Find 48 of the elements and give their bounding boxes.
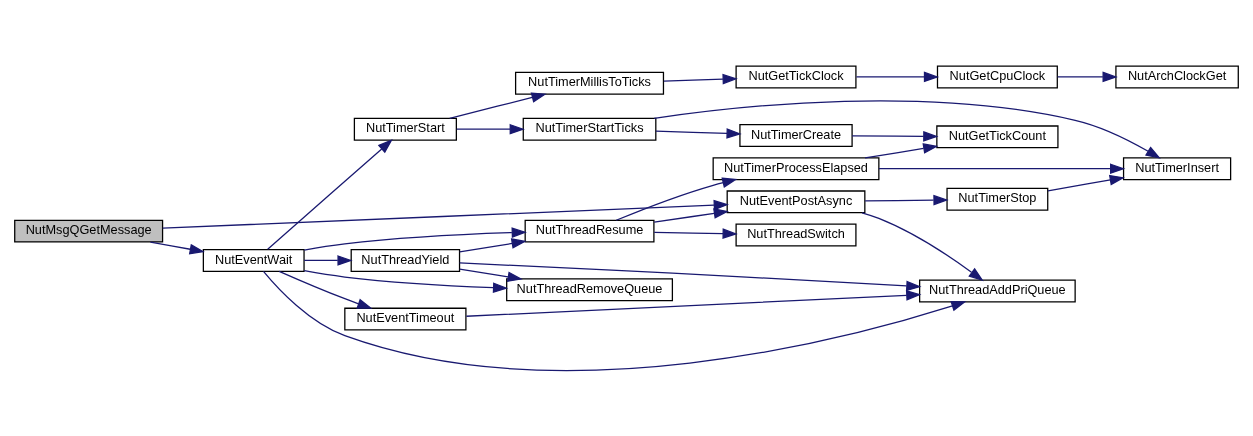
node-box: NutTimerStop [946, 187, 1049, 211]
node-box: NutTimerProcessElapsed [712, 156, 880, 180]
arrow [465, 289, 922, 317]
arrow [303, 226, 527, 251]
arrow [864, 142, 939, 158]
arrow [456, 123, 525, 135]
arrow [149, 240, 205, 254]
arrow [1057, 71, 1118, 82]
node-box: NutGetTickClock [735, 64, 857, 88]
arrow [459, 237, 527, 253]
arrow [663, 73, 738, 85]
arrow [864, 194, 949, 205]
arrow [615, 176, 738, 221]
arrow [878, 162, 1126, 174]
arrow [303, 254, 353, 266]
node-box: NutThreadAddPriQueue [919, 279, 1076, 303]
node-box: NutThreadYield [350, 248, 461, 272]
node-box: NutTimerInsert [1122, 156, 1232, 180]
arrow [162, 199, 729, 229]
node-box: NutGetCpuClock [936, 64, 1058, 88]
node-box: NutTimerStart [353, 117, 457, 141]
arrow [655, 127, 742, 139]
arrow [653, 99, 1161, 159]
arrow [653, 227, 738, 239]
node-box: NutTimerCreate [739, 123, 853, 147]
node-box: NutThreadRemoveQueue [506, 277, 673, 301]
arrow [458, 261, 922, 291]
arrow [459, 267, 523, 282]
arrow [653, 207, 730, 223]
node-box: NutThreadResume [524, 219, 655, 243]
node-box: NutTimerMillisToTicks [515, 71, 665, 95]
node-box: NutGetTickCount [936, 124, 1059, 148]
node-box: NutEventPostAsync [726, 189, 866, 213]
arrow [1047, 174, 1125, 191]
arrow [262, 270, 967, 371]
node-box: NutThreadSwitch [735, 223, 857, 246]
arrow [861, 211, 984, 281]
node-box: NutEventWait [202, 248, 305, 272]
node-box: NutArchClockGet [1115, 64, 1239, 88]
node-box: NutMsgQGetMessage [14, 219, 164, 243]
node-box: NutEventTimeout [344, 307, 467, 331]
arrow [855, 71, 940, 82]
arrow [278, 270, 373, 309]
arrow [267, 138, 393, 250]
arrow [303, 269, 509, 293]
arrow [449, 91, 547, 119]
arrow [851, 130, 939, 142]
node-box: NutTimerStartTicks [522, 117, 657, 141]
